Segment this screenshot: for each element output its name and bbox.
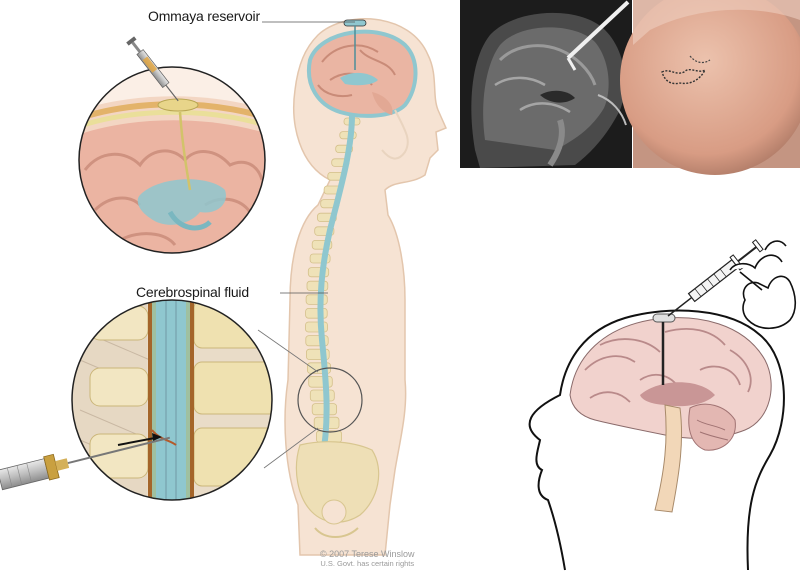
spinous-process	[89, 367, 149, 407]
reservoir-inset	[78, 66, 266, 254]
copyright-credit: © 2007 Terese Winslow U.S. Govt. has cer…	[320, 549, 415, 569]
head-outline-drawing	[528, 309, 785, 571]
head-reservoir	[343, 19, 367, 27]
hand-icon	[729, 240, 797, 330]
lumbar-highlight	[297, 367, 363, 433]
syringe-icon	[0, 436, 171, 491]
syringe-icon	[667, 239, 764, 317]
credit-line-1: © 2007 Terese Winslow	[320, 549, 415, 559]
lumbar-puncture-inset	[71, 299, 273, 501]
label-cerebrospinal-fluid: Cerebrospinal fluid	[136, 284, 249, 300]
head-brain	[306, 19, 418, 118]
syringe-icon	[126, 36, 179, 102]
vertebra	[305, 294, 328, 305]
vertebral-body	[193, 361, 272, 415]
vertebra	[305, 307, 328, 319]
scalp-photo	[620, 0, 800, 175]
label-ommaya-reservoir: Ommaya reservoir	[148, 8, 260, 24]
line-drawing-brain	[569, 313, 772, 513]
spinous-process	[89, 305, 149, 341]
mri-photo	[460, 0, 632, 168]
vertebra	[309, 389, 335, 402]
credit-line-2: U.S. Govt. has certain rights	[320, 559, 415, 568]
pelvis	[295, 441, 380, 538]
incision-sutures	[661, 68, 707, 85]
vertebral-body	[193, 427, 272, 487]
